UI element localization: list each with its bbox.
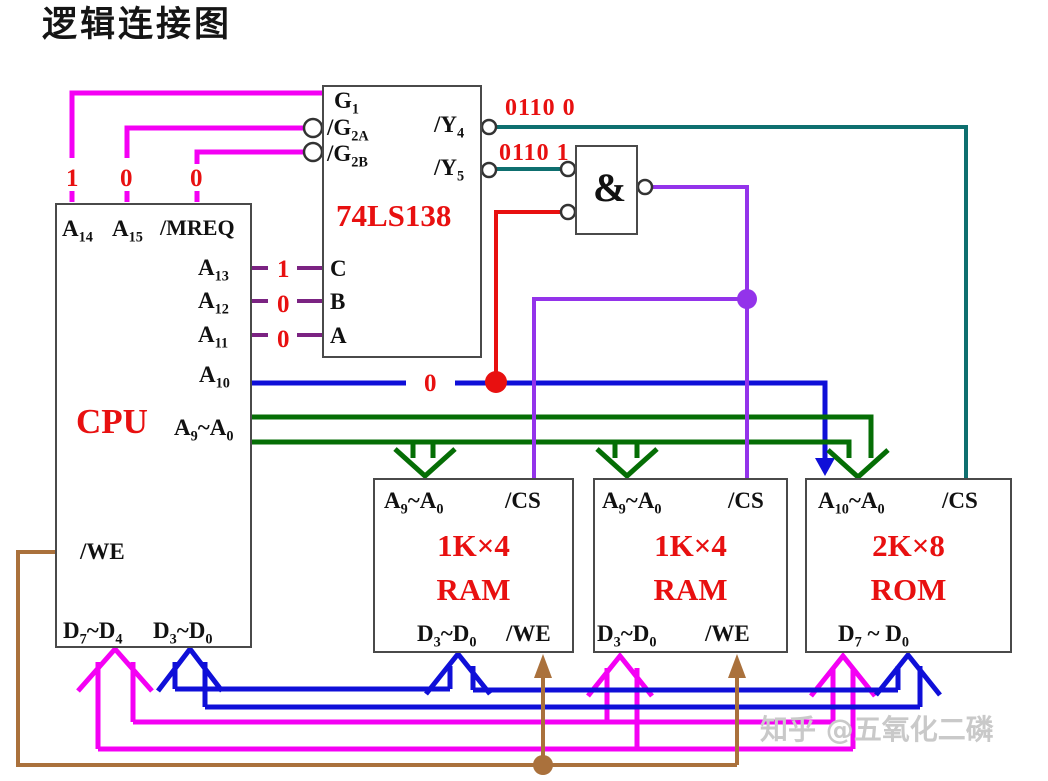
- arrow-cpu-d3d0: [156, 644, 224, 693]
- arrow-rom-addr: [826, 448, 890, 481]
- arrow-rom-data-high: [809, 651, 877, 698]
- rom-pin-addr: A10~A0: [818, 488, 885, 518]
- decoder-pin-c: C: [330, 256, 347, 281]
- cpu-pin-a9a0: A9~A0: [174, 415, 234, 445]
- bubble-g2a: [302, 117, 324, 139]
- bit-c: 1: [277, 256, 290, 283]
- bus-addr-lower: [252, 439, 852, 458]
- decoder-name: 74LS138: [336, 198, 452, 233]
- teal-wires: [496, 125, 968, 478]
- ram1-pin-data: D3~D0: [417, 621, 477, 651]
- ram1-pin-we: /WE: [506, 621, 551, 646]
- cpu-pin-a11: A11: [198, 322, 229, 352]
- rom-kind: ROM: [870, 572, 947, 607]
- wire-mreq-g2b: [194, 149, 304, 164]
- bit-mreq: 0: [190, 165, 203, 192]
- rom-size: 2K×8: [872, 528, 945, 563]
- wire-a14-g1: [69, 90, 322, 158]
- junction-dot-red: [485, 371, 507, 393]
- ram1-box: [373, 478, 574, 653]
- wire-gate-a10: [494, 210, 562, 376]
- bit-a10: 0: [424, 370, 437, 397]
- wire-a15-g2a: [124, 125, 304, 158]
- bubble-gate-in2: [559, 203, 577, 221]
- bit-a: 0: [277, 326, 290, 353]
- decoder-pin-g1: G1: [334, 88, 360, 118]
- arrow-ram2-addr: [595, 447, 659, 480]
- purple-wires: [532, 185, 749, 478]
- and-gate-symbol: &: [593, 165, 627, 210]
- bit-a14: 1: [66, 165, 79, 192]
- cpu-pin-a13: A13: [198, 255, 229, 285]
- arrow-ram1-addr: [393, 447, 457, 480]
- brown-wires: [16, 550, 739, 767]
- bubble-y4: [480, 118, 498, 136]
- bubble-gate-out: [636, 178, 654, 196]
- bubble-g2b: [302, 141, 324, 163]
- decoder-pin-g2b: /G2B: [327, 141, 368, 171]
- junction-dot-brown: [533, 755, 553, 775]
- code-y5: 0110 1: [499, 140, 570, 166]
- decoder-pin-b: B: [330, 289, 346, 314]
- ram2-box: [593, 478, 788, 653]
- ram1-pin-cs: /CS: [505, 488, 541, 513]
- ram1-size: 1K×4: [437, 528, 510, 563]
- green-wires: [252, 414, 890, 481]
- cpu-pin-we: /WE: [80, 539, 125, 564]
- junction-dot-purple: [737, 289, 757, 309]
- arrow-ram1-data: [424, 649, 492, 696]
- cpu-name: CPU: [76, 402, 148, 441]
- bus-addr-upper: [252, 414, 874, 458]
- cpu-pin-mreq: /MREQ: [160, 215, 235, 240]
- ram2-pin-cs: /CS: [728, 488, 764, 513]
- rom-box: [805, 478, 1012, 653]
- wire-gate-ram1-cs: [532, 297, 747, 478]
- cpu-pin-a15: A15: [112, 216, 143, 246]
- page-title: 逻辑连接图: [42, 5, 233, 45]
- decoder-pin-y5: /Y5: [434, 155, 465, 185]
- red-wires: [494, 210, 562, 376]
- wire-we-main: [16, 550, 737, 767]
- code-y4: 0110 0: [505, 95, 576, 121]
- wire-a10-seg2: [455, 380, 828, 459]
- decoder-pin-g2a: /G2A: [327, 115, 369, 145]
- ram2-pin-we: /WE: [705, 621, 750, 646]
- arrowhead-a10-rom: [815, 458, 835, 476]
- wire-y4-rom-cs: [496, 125, 968, 478]
- cpu-pin-a10: A10: [199, 362, 230, 392]
- decoder-box: [322, 85, 482, 358]
- ram1-kind: RAM: [436, 572, 511, 607]
- cpu-pin-a12: A12: [198, 288, 229, 318]
- cpu-box: [55, 203, 252, 648]
- arrow-cpu-d7d4: [76, 645, 154, 693]
- arrow-ram2-data: [586, 651, 654, 698]
- wire-gate-ram2-cs: [651, 185, 749, 478]
- bubble-y5: [480, 161, 498, 179]
- ram2-pin-data: D3~D0: [597, 621, 657, 651]
- rom-pin-data: D7 ~ D0: [838, 621, 909, 651]
- ram1-pin-addr: A9~A0: [384, 488, 444, 518]
- bit-b: 0: [277, 291, 290, 318]
- arrowhead-we-ram2: [728, 654, 746, 678]
- rom-pin-cs: /CS: [942, 488, 978, 513]
- decoder-pin-y4: /Y4: [434, 112, 465, 142]
- ram2-size: 1K×4: [654, 528, 727, 563]
- cpu-pin-d3d0: D3~D0: [153, 618, 213, 648]
- cba-dashes: [252, 266, 322, 337]
- cpu-pin-a14: A14: [62, 216, 93, 246]
- watermark: 知乎 @五氧化二磷: [760, 713, 994, 746]
- decoder-pin-a: A: [330, 323, 347, 348]
- arrowhead-we-ram1: [534, 654, 552, 678]
- and-gate-box: [575, 145, 638, 235]
- arrow-rom-data-low: [874, 650, 942, 697]
- ram2-kind: RAM: [653, 572, 728, 607]
- ram2-pin-addr: A9~A0: [602, 488, 662, 518]
- cpu-pin-d7d4: D7~D4: [63, 618, 123, 648]
- bit-a15: 0: [120, 165, 133, 192]
